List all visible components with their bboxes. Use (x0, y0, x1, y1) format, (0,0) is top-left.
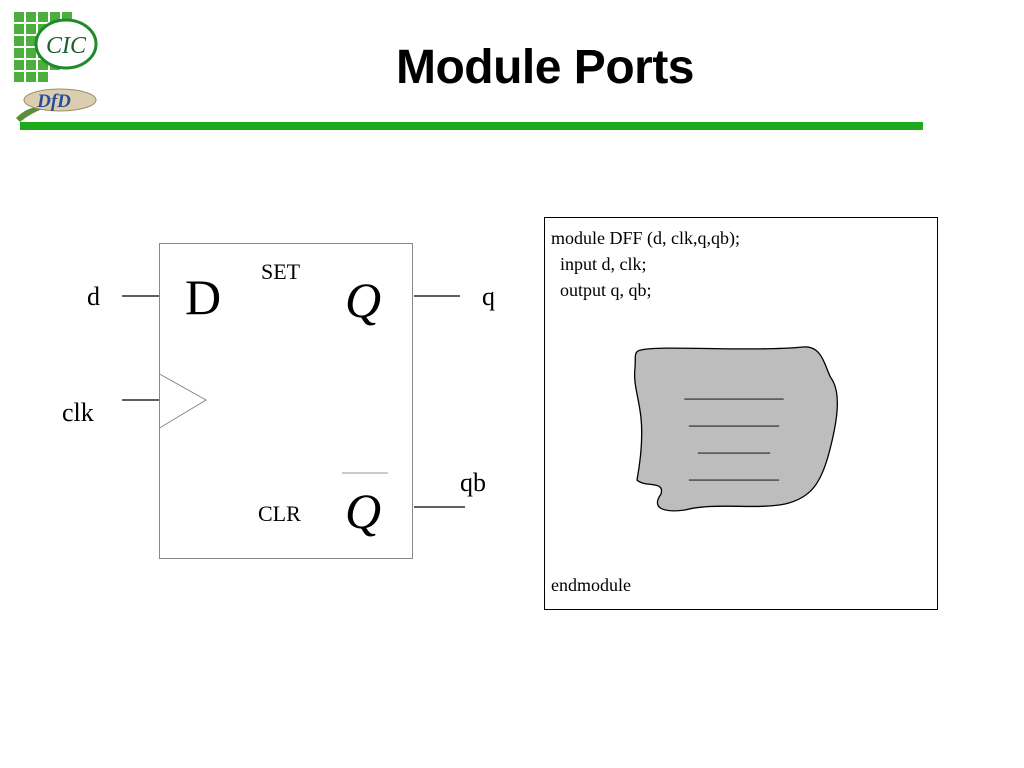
blob-line-2: __________ (688, 408, 780, 428)
blob-line-1: ___________ (684, 381, 785, 401)
module-body-blob: ___________ __________ ________ ________… (633, 346, 838, 512)
logo-leaf-icon (16, 107, 46, 122)
port-d-label: d (87, 282, 100, 311)
code-line-module: module DFF (d, clk,q,qb); (551, 228, 740, 248)
logo-secondary-text: DfD (36, 91, 71, 112)
cic-dfd-logo: CIC DfD (10, 8, 110, 126)
flipflop-body (159, 243, 413, 559)
set-label: SET (261, 259, 301, 284)
logo-primary-text: CIC (46, 33, 87, 59)
blob-line-4: __________ (688, 462, 780, 482)
qbar-output-label: Q (345, 483, 381, 539)
blob-line-3: ________ (697, 435, 771, 455)
port-qb-label: qb (460, 468, 486, 497)
port-clk-label: clk (62, 398, 94, 427)
logo-ring (34, 18, 98, 70)
clr-label: CLR (258, 501, 301, 526)
page-title: Module Ports (395, 41, 695, 94)
code-line-input: input d, clk; (551, 254, 647, 274)
code-line-endmodule: endmodule (551, 575, 631, 595)
d-input-label: D (185, 269, 221, 325)
logo-cloud-icon (23, 88, 97, 112)
code-line-output: output q, qb; (551, 280, 652, 300)
q-output-label: Q (345, 272, 381, 328)
blob-shape (633, 346, 838, 512)
verilog-code-box: module DFF (d, clk,q,qb); input d, clk; … (544, 217, 938, 610)
title-underline (20, 122, 923, 130)
port-q-label: q (482, 282, 495, 311)
clock-triangle (159, 373, 207, 429)
